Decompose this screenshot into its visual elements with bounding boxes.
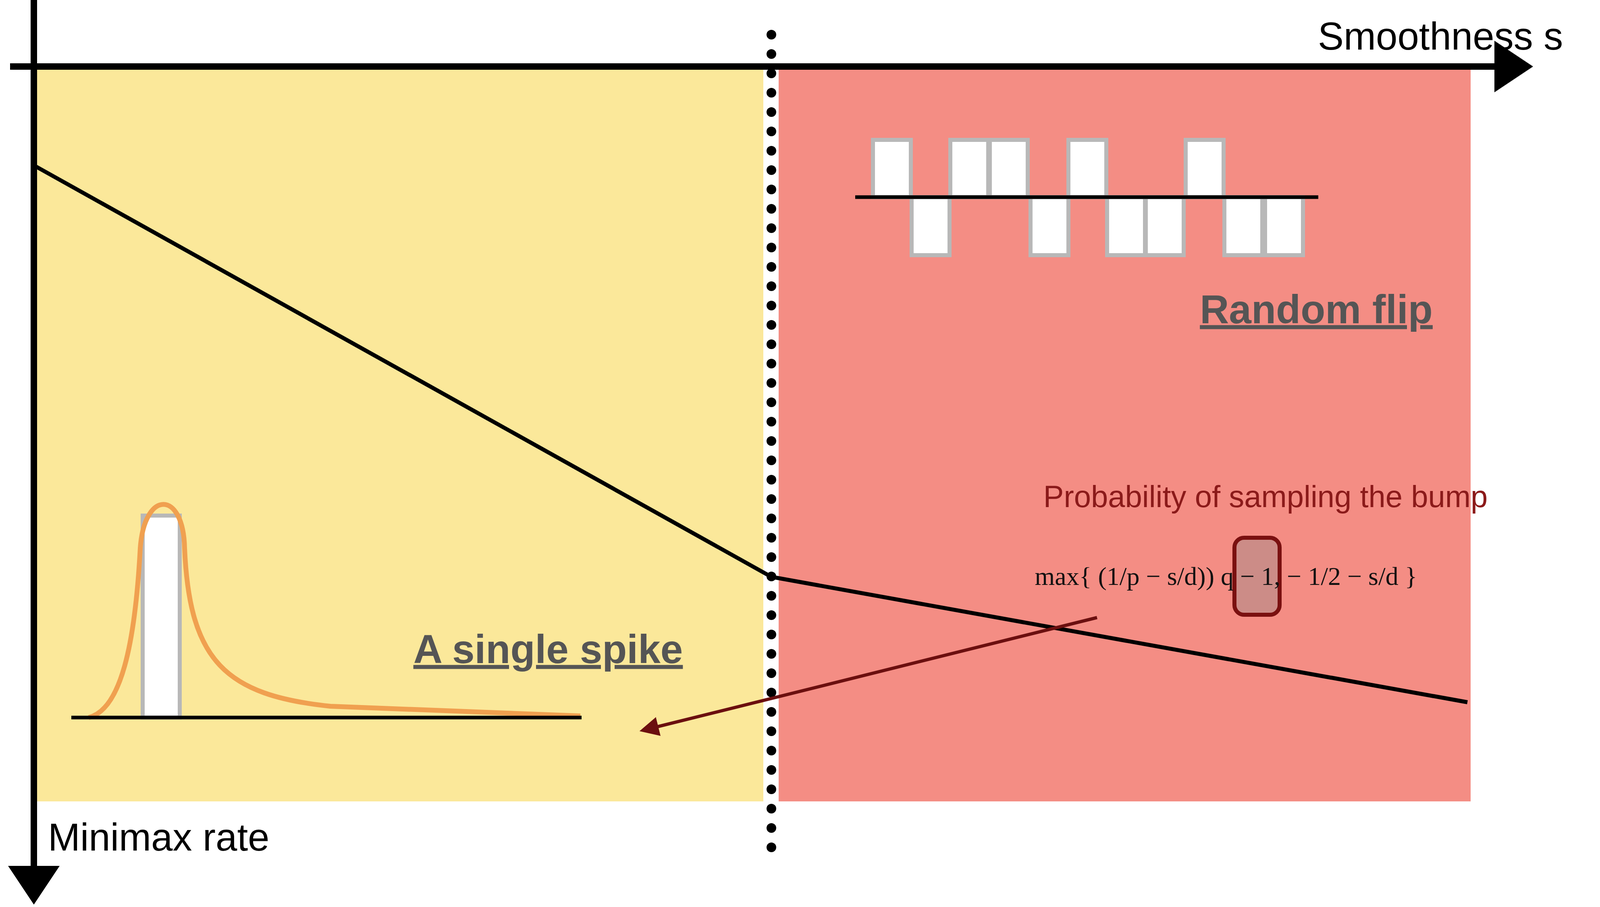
region-title: Random flip: [1199, 286, 1433, 333]
spike-bar: [142, 515, 180, 718]
pointer-arrow: [648, 617, 1098, 729]
smoothness-axis: [10, 63, 1508, 70]
axis-label: Minimax rate: [47, 814, 270, 860]
yellow-region-fill: [35, 69, 764, 802]
axis-label: Smoothness s: [1317, 14, 1563, 59]
spike-curve: [88, 504, 581, 718]
annotation-text: Probability of sampling the bump: [1043, 478, 1488, 514]
rate-curve: [35, 166, 1468, 703]
rate-formula: max{ (1/p − s/d)) q − 1, − 1/2 − s/d }: [1034, 561, 1418, 592]
spike-baseline: [71, 715, 582, 720]
flip-baseline: [855, 195, 1319, 200]
red-region-fill: [778, 69, 1471, 802]
kink-point: [767, 573, 776, 581]
dotted-divider: [766, 29, 777, 852]
flip-region: Random flipProbability of sampling the b…: [778, 69, 1471, 802]
region-title: A single spike: [413, 625, 684, 673]
minimax-axis: [30, 0, 38, 879]
spike-region: A single spike: [35, 69, 764, 802]
